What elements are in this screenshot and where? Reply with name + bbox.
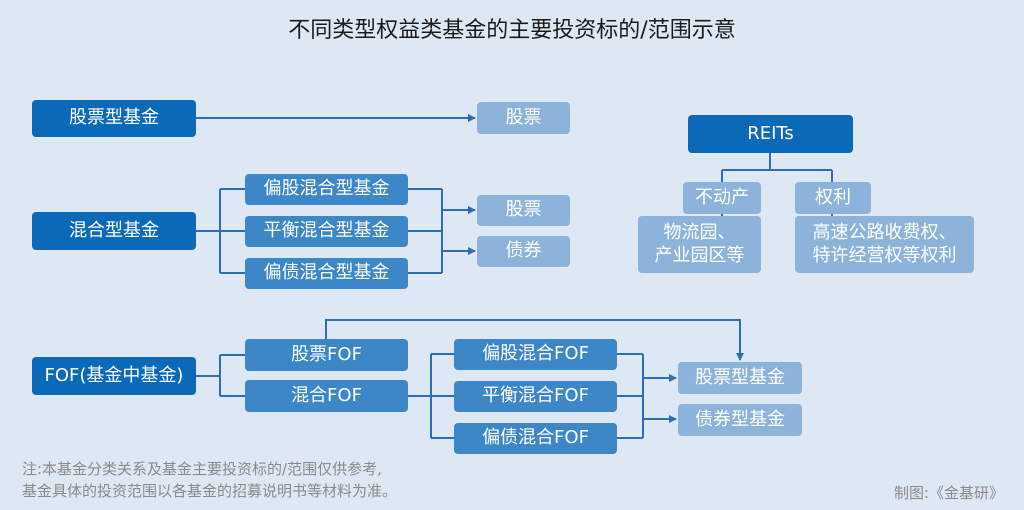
reits-drops [721, 170, 833, 182]
reits-detail-real-estate-line2: 产业园区等 [654, 244, 745, 266]
fof-subtype-stock: 股票FOF [245, 339, 408, 371]
source-credit: 制图:《金基研》 [893, 484, 1004, 502]
hybrid-fof-branches [431, 353, 454, 439]
hybrid-subtype-equity: 偏股混合型基金 [245, 174, 408, 205]
reits-box: REITs [688, 115, 853, 153]
fof-target-bond-fund: 债券型基金 [678, 404, 802, 436]
reits-detail-rights: 高速公路收费权、 特许经营权等权利 [795, 216, 974, 273]
hybrid-target-bond: 债券 [477, 236, 570, 267]
hybrid-sub-out [408, 188, 442, 274]
fof-hybrid-balanced: 平衡混合FOF [454, 381, 617, 412]
equity-target-stock: 股票 [477, 102, 570, 134]
fof-hybrid-bond: 偏债混合FOF [454, 423, 617, 454]
fof-subtype-hybrid: 混合FOF [245, 380, 408, 412]
footnote-line1: 注:本基金分类关系及基金主要投资标的/范围仅供参考, [22, 460, 382, 478]
stock-fof-arrow [325, 319, 744, 361]
hybrid-subtype-bond: 偏债混合型基金 [245, 258, 408, 289]
hybrid-fof-out [617, 353, 643, 439]
fof-branches [220, 354, 245, 397]
reits-detail-real-estate-line1: 物流园、 [663, 222, 736, 243]
diagram-title: 不同类型权益类基金的主要投资标的/范围示意 [288, 18, 736, 43]
hybrid-subtype-balanced: 平衡混合型基金 [245, 216, 408, 247]
footnote-line2: 基金具体的投资范围以各基金的招募说明书等材料为准。 [22, 482, 398, 500]
hybrid-fund-box: 混合型基金 [32, 212, 196, 250]
reits-detail-rights-line1: 高速公路收费权、 [812, 222, 957, 243]
equity-fund-box: 股票型基金 [32, 100, 196, 137]
hybrid-branches [220, 188, 245, 274]
fof-target-equity-fund: 股票型基金 [678, 362, 802, 394]
footnote: 注:本基金分类关系及基金主要投资标的/范围仅供参考, 基金具体的投资范围以各基金… [22, 458, 397, 502]
reits-category-real-estate: 不动产 [683, 182, 761, 214]
fof-box: FOF(基金中基金) [32, 357, 196, 395]
reits-category-rights: 权利 [795, 182, 871, 214]
reits-detail-links [721, 214, 833, 216]
reits-detail-rights-line2: 特许经营权等权利 [812, 244, 957, 266]
reits-detail-real-estate: 物流园、 产业园区等 [638, 216, 761, 273]
fof-hybrid-equity: 偏股混合FOF [454, 339, 617, 370]
hybrid-target-stock: 股票 [477, 195, 570, 226]
